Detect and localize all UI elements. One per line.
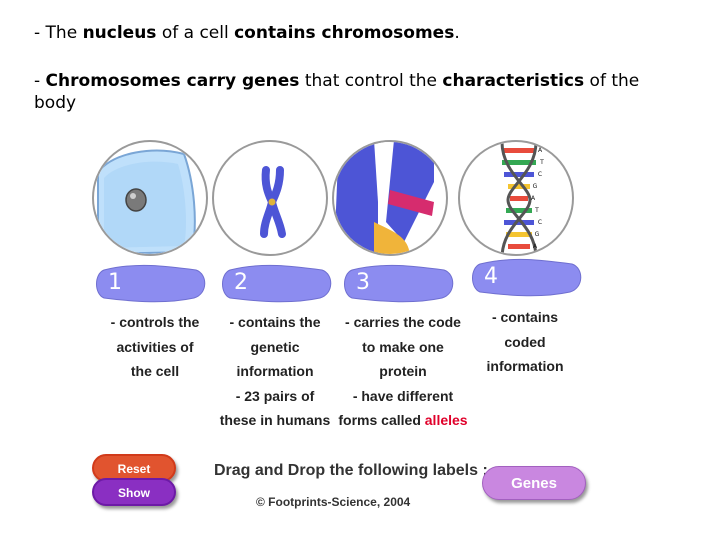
panel-2-description: - contains the genetic information - 23 … bbox=[210, 310, 340, 433]
dna-letter: A bbox=[538, 147, 543, 154]
dna-letter: G bbox=[533, 183, 538, 190]
intro-text: - The bbox=[34, 23, 83, 43]
desc-line: activities of bbox=[116, 338, 194, 355]
dna-rungs bbox=[502, 148, 536, 249]
panel-number: 1 bbox=[108, 270, 122, 295]
panel-1-description: - controls the activities of the cell bbox=[90, 310, 220, 384]
desc-line: - controls the bbox=[110, 314, 200, 330]
panel-4-description: - contains coded information bbox=[460, 305, 590, 379]
drop-target-4[interactable]: 4 bbox=[472, 258, 582, 298]
desc-line: these in humans bbox=[219, 412, 331, 428]
desc-line: - contains bbox=[491, 309, 559, 325]
desc-line: - contains the bbox=[229, 314, 321, 330]
intro-text: of the body bbox=[34, 71, 640, 113]
desc-line: the cell bbox=[130, 363, 180, 379]
desc-line: - 23 pairs of bbox=[235, 387, 315, 404]
dna-helix-image: A T C G A T C G A bbox=[458, 140, 574, 256]
chromosome-image bbox=[212, 140, 328, 256]
intro-bold-text: characteristics bbox=[442, 71, 585, 91]
dna-letter: G bbox=[535, 231, 540, 238]
desc-line: information bbox=[486, 358, 564, 374]
intro-bold-text: Chromosomes carry genes bbox=[45, 71, 300, 91]
desc-line: - carries the code bbox=[345, 314, 461, 330]
panel-number: 4 bbox=[484, 264, 498, 289]
dna-letter: T bbox=[534, 207, 539, 214]
dna-letter: C bbox=[538, 171, 542, 178]
cell-nucleus-image bbox=[92, 140, 208, 256]
intro-text: - bbox=[34, 71, 46, 91]
intro-text: that control the bbox=[299, 71, 443, 91]
intro-bold-text: contains chromosomes bbox=[234, 23, 455, 43]
desc-line: - have different bbox=[352, 387, 454, 404]
dna-letter: A bbox=[531, 195, 536, 202]
intro-line-1: - The nucleus of a cell contains chromos… bbox=[34, 22, 460, 44]
intro-text: of a cell bbox=[156, 23, 235, 43]
intro-line-2: - Chromosomes carry genes that control t… bbox=[34, 70, 654, 114]
desc-text: forms called bbox=[338, 412, 425, 428]
drop-target-2[interactable]: 2 bbox=[222, 264, 332, 304]
drag-instructions: Drag and Drop the following labels : bbox=[214, 462, 488, 479]
dna-letter: T bbox=[539, 159, 544, 166]
chromosome-closeup-image bbox=[332, 140, 448, 256]
desc-line: protein bbox=[379, 363, 427, 379]
desc-line: forms called alleles bbox=[338, 408, 468, 433]
drop-target-3[interactable]: 3 bbox=[344, 264, 454, 304]
desc-line: genetic bbox=[250, 338, 300, 355]
alleles-highlight: alleles bbox=[424, 412, 468, 428]
desc-line: coded bbox=[504, 333, 546, 350]
show-answers-button[interactable]: Show answers bbox=[92, 478, 176, 526]
panel-number: 2 bbox=[234, 270, 248, 295]
dna-letter: A bbox=[533, 243, 538, 250]
panel-number: 3 bbox=[356, 270, 370, 295]
copyright-text: © Footprints-Science, 2004 bbox=[256, 495, 411, 509]
intro-text: . bbox=[454, 23, 460, 43]
desc-line: to make one bbox=[362, 338, 444, 355]
desc-line: information bbox=[236, 363, 314, 379]
dna-letter: C bbox=[538, 219, 542, 226]
genes-draggable-label[interactable]: Genes bbox=[482, 466, 586, 500]
panel-3-description: - carries the code to make one protein -… bbox=[338, 310, 468, 433]
intro-bold-text: nucleus bbox=[82, 23, 157, 43]
drop-target-1[interactable]: 1 bbox=[96, 264, 206, 304]
